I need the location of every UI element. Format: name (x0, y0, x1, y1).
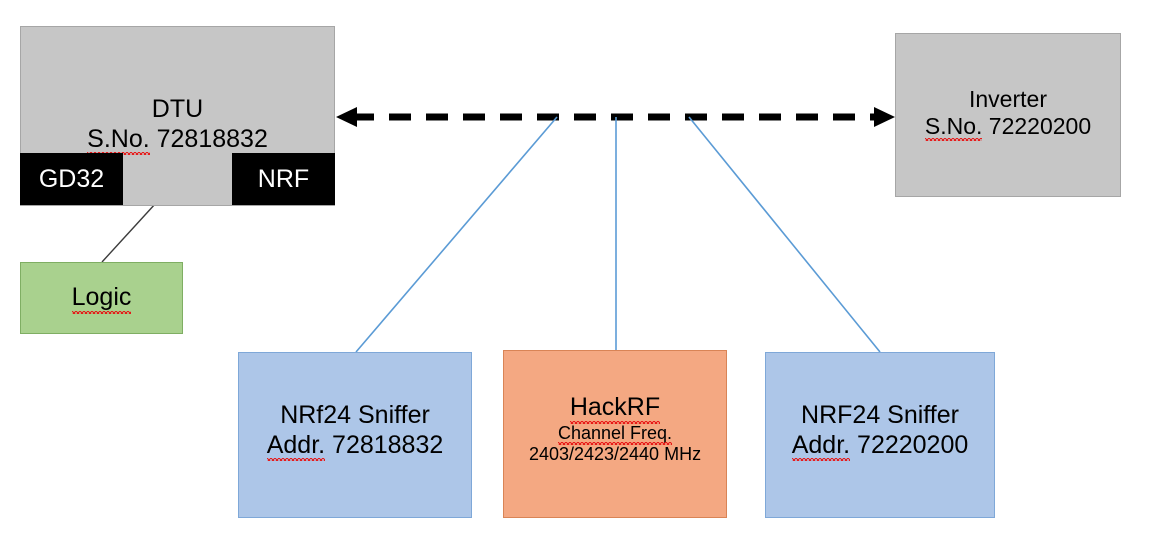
inverter-label-stack: Inverter S.No. 72220200 (896, 86, 1120, 142)
hackrf-stack: HackRF Channel Freq. 2403/2423/2440 MHz (504, 393, 726, 465)
node-nrf[interactable]: NRF (232, 153, 335, 205)
dtu-title: DTU (151, 95, 204, 123)
dtu-label-stack: DTU S.No. 72818832 (21, 95, 334, 155)
sniffer-left-addr-value: 72818832 (325, 430, 444, 459)
sniffer-right-addr-label: Addr. (791, 430, 851, 461)
hackrf-title-text: HackRF (569, 393, 661, 423)
hackrf-title: HackRF (569, 393, 661, 423)
logic-label: Logic (71, 283, 132, 314)
sniffer-right-title-text: NRF24 Sniffer (801, 401, 959, 429)
nrf-label: NRF (257, 164, 310, 193)
inverter-serial-label: S.No. (924, 113, 983, 142)
sniffer-left-title-text: NRf24 Sniffer (280, 401, 430, 429)
node-inverter[interactable]: Inverter S.No. 72220200 (895, 33, 1121, 197)
edge-dtu-inverter (336, 107, 895, 127)
node-hackrf[interactable]: HackRF Channel Freq. 2403/2423/2440 MHz (503, 350, 727, 518)
arrowhead-left (336, 107, 357, 127)
gd32-label: GD32 (38, 164, 105, 193)
inverter-serial: S.No. 72220200 (924, 113, 1092, 142)
sniffer-left-stack: NRf24 Sniffer Addr. 72818832 (239, 401, 471, 461)
node-logic[interactable]: Logic (20, 262, 183, 334)
hackrf-subtitle-text: Channel Freq. (557, 422, 673, 445)
arrowhead-right (874, 107, 895, 127)
inverter-title: Inverter (969, 86, 1047, 112)
edge-sniffer-left-tap (355, 116, 558, 353)
sniffer-right-stack: NRF24 Sniffer Addr. 72220200 (766, 401, 994, 461)
node-gd32[interactable]: GD32 (20, 153, 123, 205)
sniffer-left-addr: Addr. 72818832 (266, 430, 444, 461)
edge-sniffer-right-tap (688, 116, 881, 353)
inverter-serial-value: 72220200 (982, 113, 1092, 140)
sniffer-right-title: NRF24 Sniffer (801, 401, 959, 431)
sniffer-left-addr-label: Addr. (266, 430, 326, 461)
hackrf-frequencies: 2403/2423/2440 MHz (528, 443, 702, 464)
node-sniffer-right[interactable]: NRF24 Sniffer Addr. 72220200 (765, 352, 995, 518)
node-sniffer-left[interactable]: NRf24 Sniffer Addr. 72818832 (238, 352, 472, 518)
dtu-serial-label: S.No. (87, 124, 150, 155)
dtu-serial: S.No. 72818832 (87, 125, 268, 155)
sniffer-right-addr: Addr. 72220200 (791, 430, 969, 461)
dtu-serial-value: 72818832 (149, 124, 268, 153)
hackrf-subtitle: Channel Freq. (557, 422, 673, 445)
sniffer-right-addr-value: 72220200 (850, 430, 969, 459)
sniffer-left-title: NRf24 Sniffer (280, 401, 430, 431)
